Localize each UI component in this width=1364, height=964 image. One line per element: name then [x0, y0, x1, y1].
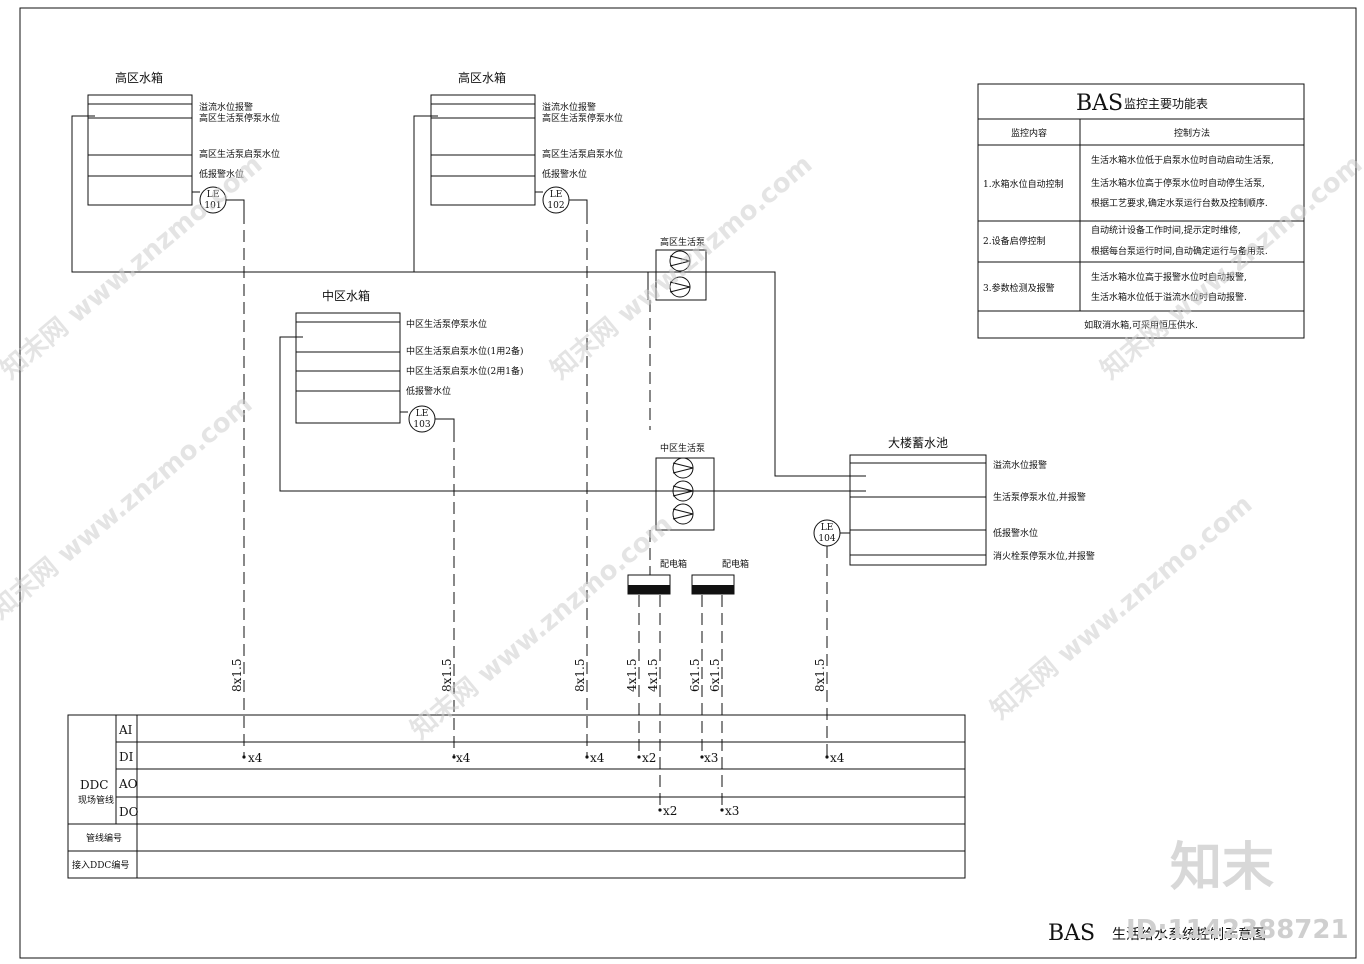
- tank-title: 中区水箱: [322, 288, 370, 303]
- svg-text:现场管线: 现场管线: [78, 794, 114, 806]
- bas-function-table: BAS 监控主要功能表 监控内容 控制方法 1.水箱水位自动控制 生活水箱水位低…: [977, 83, 1305, 339]
- svg-text:生活水箱水位高于报警水位时自动报警,: 生活水箱水位高于报警水位时自动报警,: [1091, 271, 1247, 283]
- mid-pump-group: 中区生活泵: [655, 442, 715, 531]
- svg-text:4x1.5: 4x1.5: [625, 659, 639, 693]
- svg-text:低报警水位: 低报警水位: [542, 168, 587, 180]
- svg-text:x3: x3: [725, 804, 739, 818]
- svg-text:8x1.5: 8x1.5: [573, 659, 587, 693]
- svg-text:控制方法: 控制方法: [1174, 127, 1210, 139]
- svg-text:AI: AI: [118, 723, 133, 737]
- tank-title: 大楼蓄水池: [888, 435, 948, 450]
- distribution-box-left: 配电箱: [627, 558, 687, 595]
- svg-text:3.参数检测及报警: 3.参数检测及报警: [983, 282, 1055, 294]
- distribution-box-right: 配电箱: [691, 558, 749, 595]
- svg-text:AO: AO: [118, 777, 138, 791]
- svg-text:x2: x2: [663, 804, 677, 818]
- svg-text:DI: DI: [119, 750, 134, 764]
- water-pipes: [71, 115, 866, 492]
- svg-text:生活水箱水位低于溢流水位时自动报警.: 生活水箱水位低于溢流水位时自动报警.: [1091, 291, 1247, 303]
- brand-logo: 知末: [1170, 838, 1274, 898]
- svg-text:知末网 www.znzmo.com: 知末网 www.znzmo.com: [545, 149, 818, 385]
- svg-text:DO: DO: [119, 805, 139, 819]
- signal-lines: [243, 212, 828, 810]
- svg-text:中区生活泵启泵水位(2用1备): 中区生活泵启泵水位(2用1备): [406, 365, 523, 377]
- svg-text:高区生活泵启泵水位: 高区生活泵启泵水位: [542, 148, 623, 160]
- svg-text:LE: LE: [207, 190, 220, 200]
- svg-text:x2: x2: [642, 751, 656, 765]
- svg-text:生活泵停泵水位,并报警: 生活泵停泵水位,并报警: [993, 491, 1086, 503]
- image-id: ID:1142388721: [1126, 915, 1349, 945]
- high-pump-group: 高区生活泵: [655, 236, 707, 301]
- svg-text:监控内容: 监控内容: [1011, 127, 1047, 139]
- svg-text:监控主要功能表: 监控主要功能表: [1124, 97, 1208, 111]
- svg-text:溢流水位报警: 溢流水位报警: [199, 101, 253, 113]
- svg-text:知末网 www.znzmo.com: 知末网 www.znzmo.com: [0, 389, 258, 625]
- svg-text:x4: x4: [590, 751, 605, 765]
- svg-text:102: 102: [547, 201, 564, 211]
- svg-text:8x1.5: 8x1.5: [230, 659, 244, 693]
- mid-tank: 中区水箱 中区生活泵停泵水位 中区生活泵启泵水位(1用2备) 中区生活泵启泵水位…: [295, 288, 523, 433]
- svg-text:知末网 www.znzmo.com: 知末网 www.znzmo.com: [405, 509, 678, 745]
- svg-text:高区生活泵停泵水位: 高区生活泵停泵水位: [542, 112, 623, 124]
- svg-text:生活给水系统控制示意图: 生活给水系统控制示意图: [1112, 926, 1266, 943]
- svg-text:x4: x4: [248, 751, 263, 765]
- high-tank-a: 高区水箱 溢流水位报警 高区生活泵停泵水位 高区生活泵启泵水位 低报警水位 LE…: [87, 70, 280, 214]
- svg-text:高区生活泵停泵水位: 高区生活泵停泵水位: [199, 112, 280, 124]
- svg-text:中区生活泵停泵水位: 中区生活泵停泵水位: [406, 318, 487, 330]
- svg-text:自动统计设备工作时间,提示定时维修,: 自动统计设备工作时间,提示定时维修,: [1091, 224, 1241, 236]
- svg-text:x3: x3: [704, 751, 718, 765]
- ddc-field-table: AI DI AO DO DDC 现场管线 管线编号 接入DDC编号 x4 x4 …: [67, 714, 966, 879]
- svg-text:低报警水位: 低报警水位: [199, 168, 244, 180]
- svg-text:LE: LE: [821, 523, 834, 533]
- svg-text:LE: LE: [416, 409, 429, 419]
- svg-text:低报警水位: 低报警水位: [406, 385, 451, 397]
- tank-title: 高区水箱: [115, 70, 163, 85]
- svg-text:101: 101: [204, 201, 221, 211]
- svg-text:生活水箱水位高于停泵水位时自动停生活泵,: 生活水箱水位高于停泵水位时自动停生活泵,: [1091, 177, 1265, 189]
- svg-text:高区生活泵: 高区生活泵: [660, 236, 705, 248]
- svg-text:生活水箱水位低于启泵水位时自动启动生活泵,: 生活水箱水位低于启泵水位时自动启动生活泵,: [1091, 154, 1274, 166]
- watermark: 知末网 www.znzmo.com 知末网 www.znzmo.com 知末网 …: [0, 149, 1364, 945]
- svg-text:溢流水位报警: 溢流水位报警: [542, 101, 596, 113]
- svg-text:x4: x4: [830, 751, 845, 765]
- drawing-title: BAS 生活给水系统控制示意图: [1048, 921, 1266, 946]
- svg-text:BAS: BAS: [1076, 91, 1123, 116]
- svg-text:溢流水位报警: 溢流水位报警: [993, 459, 1047, 471]
- svg-text:消火栓泵停泵水位,并报警: 消火栓泵停泵水位,并报警: [993, 550, 1095, 562]
- svg-text:如取消水箱,可采用恒压供水.: 如取消水箱,可采用恒压供水.: [1084, 319, 1198, 331]
- svg-text:中区生活泵启泵水位(1用2备): 中区生活泵启泵水位(1用2备): [406, 345, 523, 357]
- svg-text:接入DDC编号: 接入DDC编号: [72, 859, 129, 871]
- pump-icon: [672, 503, 694, 525]
- svg-text:中区生活泵: 中区生活泵: [660, 442, 705, 454]
- svg-text:知末网 www.znzmo.com: 知末网 www.znzmo.com: [0, 149, 268, 385]
- svg-text:低报警水位: 低报警水位: [993, 527, 1038, 539]
- svg-text:6x1.5: 6x1.5: [688, 659, 702, 693]
- svg-text:配电箱: 配电箱: [722, 558, 749, 570]
- storage-pool: 大楼蓄水池 溢流水位报警 生活泵停泵水位,并报警 低报警水位 消火栓泵停泵水位,…: [813, 435, 1095, 566]
- svg-text:104: 104: [818, 534, 835, 544]
- svg-text:8x1.5: 8x1.5: [440, 659, 454, 693]
- cable-labels: 8x1.5 8x1.5 8x1.5 4x1.5 4x1.5 6x1.5 6x1.…: [230, 659, 827, 693]
- svg-text:2.设备启停控制: 2.设备启停控制: [983, 235, 1046, 247]
- tank-title: 高区水箱: [458, 70, 506, 85]
- svg-text:根据工艺要求,确定水泵运行台数及控制顺序.: 根据工艺要求,确定水泵运行台数及控制顺序.: [1091, 197, 1268, 209]
- svg-text:4x1.5: 4x1.5: [646, 659, 660, 693]
- drawing-frame: [19, 7, 1357, 959]
- svg-text:DDC: DDC: [80, 778, 108, 792]
- svg-text:103: 103: [413, 420, 430, 430]
- svg-text:6x1.5: 6x1.5: [708, 659, 722, 693]
- high-tank-b: 高区水箱 溢流水位报警 高区生活泵停泵水位 高区生活泵启泵水位 低报警水位 LE…: [430, 70, 623, 214]
- svg-text:高区生活泵启泵水位: 高区生活泵启泵水位: [199, 148, 280, 160]
- svg-text:8x1.5: 8x1.5: [813, 659, 827, 693]
- svg-text:管线编号: 管线编号: [86, 832, 122, 844]
- pump-icon: [672, 457, 694, 479]
- svg-text:知末网 www.znzmo.com: 知末网 www.znzmo.com: [985, 489, 1258, 725]
- svg-text:根据每台泵运行时间,自动确定运行与备用泵.: 根据每台泵运行时间,自动确定运行与备用泵.: [1091, 245, 1268, 257]
- svg-text:LE: LE: [550, 190, 563, 200]
- svg-text:BAS: BAS: [1048, 921, 1095, 946]
- svg-text:配电箱: 配电箱: [660, 558, 687, 570]
- svg-text:x4: x4: [456, 751, 471, 765]
- svg-text:1.水箱水位自动控制: 1.水箱水位自动控制: [983, 178, 1064, 190]
